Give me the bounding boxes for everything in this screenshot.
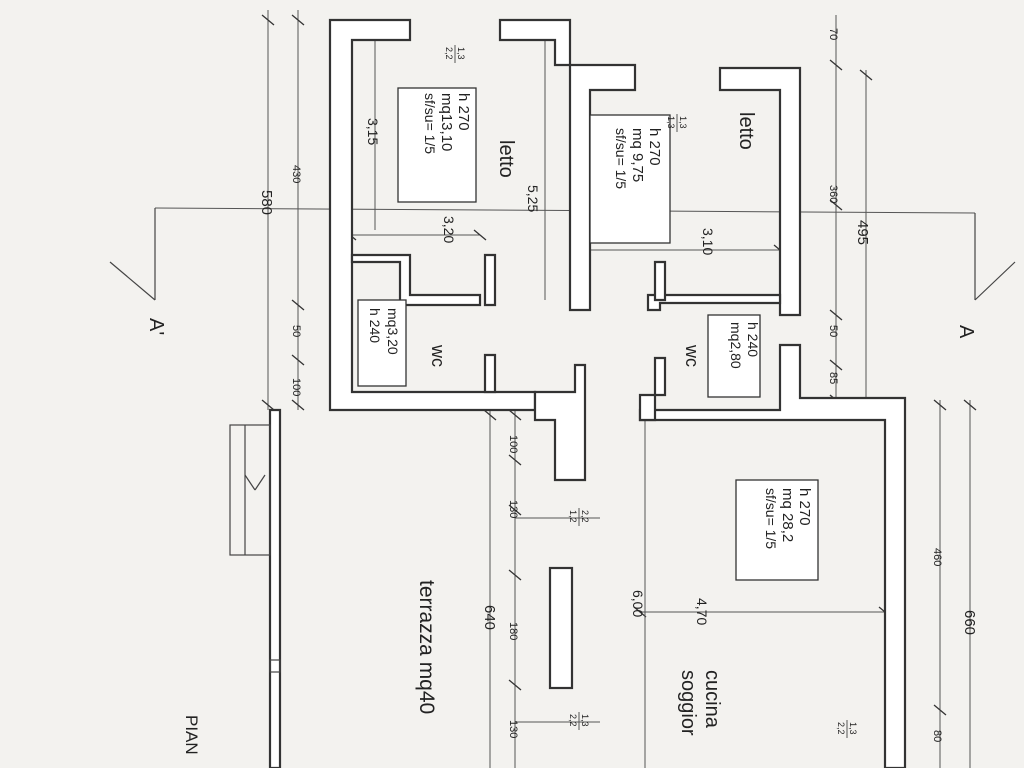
- dim-label: 50: [827, 325, 839, 337]
- footer: PIAN: [182, 715, 201, 755]
- window-labels: 1,3 2,2 1,3 1,3 2,2 1,2 1,3 2,2 1,3 2,2: [444, 45, 858, 738]
- room-name: letto: [495, 140, 517, 178]
- dim-label: 100: [290, 378, 302, 396]
- room-info-box: [357, 299, 407, 387]
- dim-label: 70: [827, 28, 839, 40]
- room-info-box: [397, 87, 477, 203]
- room-cucina: h 270 mq 28,2 sf/su= 1/5 cucina soggior: [677, 479, 819, 736]
- dim-label: 130: [507, 720, 519, 738]
- dim-label: 85: [827, 372, 839, 384]
- dim-label: 6,00: [630, 590, 646, 617]
- dim-label: 460: [931, 548, 943, 566]
- room-height: h 270: [796, 488, 813, 526]
- window-fraction: 1,3 2,2: [444, 45, 466, 63]
- svg-text:1,3: 1,3: [666, 116, 676, 129]
- room-ratio: sf/su= 1/5: [613, 128, 629, 189]
- walls: [229, 18, 907, 768]
- room-area: mq2,80: [728, 322, 744, 369]
- room-name: wc: [428, 344, 448, 367]
- svg-text:2,2: 2,2: [568, 714, 578, 727]
- room-wc1: h 240 mq3,20 wc: [357, 299, 448, 387]
- room-name-secondary: soggior: [677, 670, 699, 736]
- window-fraction: 1,3 2,2: [568, 712, 590, 730]
- dim-label: 180: [507, 622, 519, 640]
- room-height: h 240: [367, 308, 383, 343]
- room-letto2: h 270 mq 9,75 sf/su= 1/5 letto: [589, 112, 757, 244]
- dim-label: 4,70: [694, 598, 710, 625]
- dim-label: 640: [481, 605, 498, 630]
- room-area: mq 28,2: [779, 488, 796, 542]
- dim-label: 50: [290, 325, 302, 337]
- room-name: wc: [682, 344, 702, 367]
- section-label-a-prime: A': [145, 318, 167, 335]
- section-markers: A' A: [145, 318, 977, 339]
- dim-label: 430: [290, 165, 302, 183]
- dim-label: 5,25: [525, 185, 541, 212]
- dimension-lines: [109, 10, 1016, 768]
- svg-text:1,3: 1,3: [456, 47, 466, 60]
- svg-text:1,2: 1,2: [568, 510, 578, 523]
- room-wc2: h 240 mq2,80 wc: [682, 314, 761, 398]
- dim-label: 660: [961, 610, 978, 635]
- room-info-box: [707, 314, 761, 398]
- plan-title: PIAN: [182, 715, 201, 755]
- room-name: cucina: [701, 670, 723, 729]
- room-area: mq13,10: [438, 93, 455, 151]
- section-label-a: A: [955, 325, 977, 339]
- room-letto1: h 270 mq13,10 sf/su= 1/5 letto: [397, 87, 517, 203]
- room-info-box: [589, 114, 671, 244]
- terrace: terrazza mq40: [415, 580, 438, 714]
- room-info-box: [735, 479, 819, 581]
- room-height: h 270: [646, 128, 663, 166]
- svg-text:1,3: 1,3: [678, 116, 688, 129]
- dim-label: 3,15: [365, 118, 381, 145]
- svg-text:1,3: 1,3: [848, 722, 858, 735]
- room-area: mq3,20: [385, 308, 401, 355]
- room-name: letto: [735, 112, 757, 150]
- dim-label: 80: [931, 730, 943, 742]
- dim-label: 580: [258, 190, 275, 215]
- svg-text:1,3: 1,3: [580, 714, 590, 727]
- dim-label: 100: [507, 435, 519, 453]
- dim-label: 3,20: [441, 216, 457, 243]
- room-height: h 270: [455, 93, 472, 131]
- terrace-label: terrazza mq40: [415, 580, 438, 714]
- room-area: mq 9,75: [629, 128, 646, 182]
- window-fraction: 2,2 1,2: [568, 508, 590, 526]
- window-fraction: 1,3 2,2: [836, 720, 858, 738]
- dim-label: 3,10: [700, 228, 716, 255]
- svg-text:2,2: 2,2: [444, 47, 454, 60]
- window-fraction: 1,3 1,3: [666, 114, 688, 132]
- svg-text:2,2: 2,2: [836, 722, 846, 735]
- svg-text:2,2: 2,2: [580, 510, 590, 523]
- room-height: h 240: [745, 322, 761, 357]
- dim-label: 130: [507, 500, 519, 518]
- dim-label: 495: [854, 220, 871, 245]
- dim-label: 360: [827, 185, 839, 203]
- room-ratio: sf/su= 1/5: [763, 488, 779, 549]
- dimension-labels: 580 430 50 100 3,15 3,20 5,25 3,10 495 3…: [258, 28, 978, 742]
- room-ratio: sf/su= 1/5: [422, 93, 438, 154]
